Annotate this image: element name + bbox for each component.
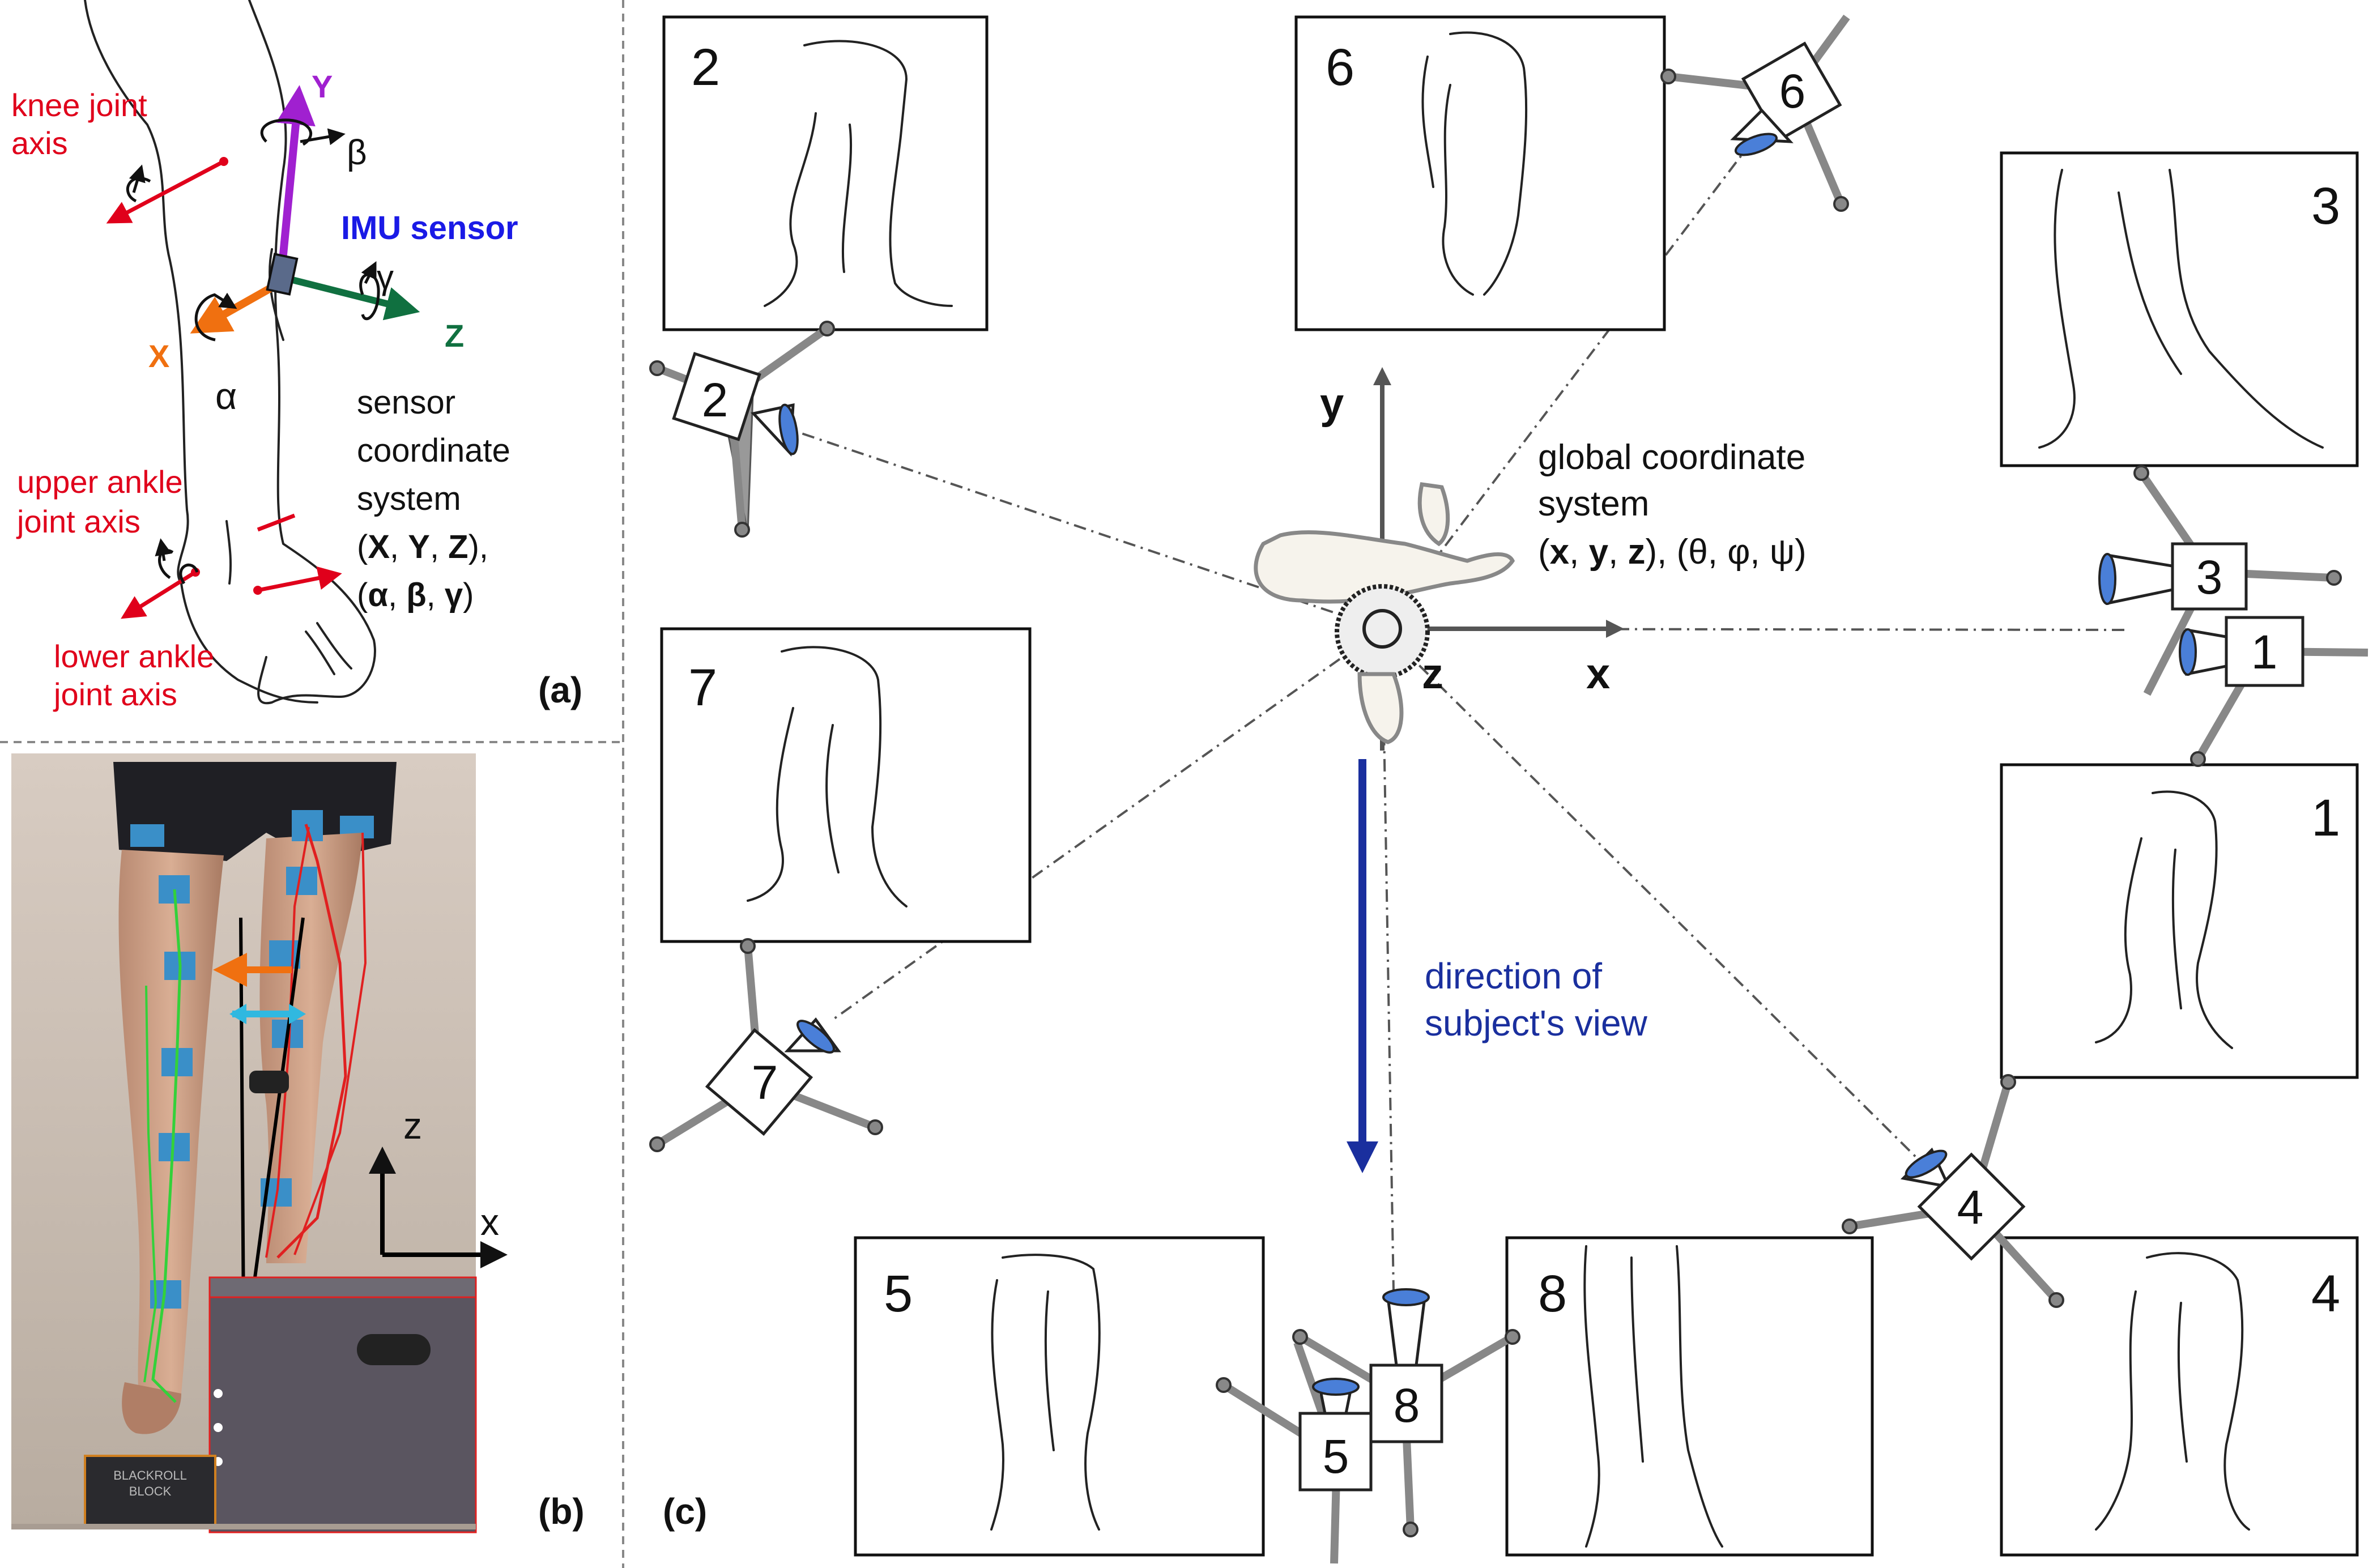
view-box-1: [2000, 763, 2359, 1079]
lower-ankle-label-1: lower ankle: [54, 638, 214, 674]
global-cs-label-2: system: [1538, 484, 1649, 523]
sensor-cs-label-3: system: [357, 480, 461, 517]
camera-number-5: 5: [1323, 1430, 1349, 1483]
sensor-cs-axes: (X, Y, Z),: [357, 529, 488, 565]
camera-number-8: 8: [1394, 1379, 1420, 1432]
rot-gamma-label: γ: [377, 258, 394, 296]
view-number-3: 3: [2311, 177, 2340, 235]
direction-label-1: direction of: [1425, 956, 1602, 996]
camera-8: [1292, 1288, 1520, 1537]
view-box-7: [660, 627, 1032, 943]
sensor-cs-label-1: sensor: [357, 384, 455, 421]
imu-axis-x-label: X: [148, 338, 169, 374]
lower-ankle-label-2: joint axis: [53, 676, 177, 712]
global-cs-axes: (x, y, z), (θ, φ, ψ): [1538, 532, 1807, 572]
camera-number-2: 2: [702, 373, 729, 427]
view-number-6: 6: [1326, 39, 1354, 96]
camera-4: [1842, 1074, 2064, 1308]
panel-a-label: (a): [538, 670, 582, 710]
block-text-1: BLACKROLL: [113, 1468, 187, 1482]
panel-dividers: [0, 0, 624, 1568]
rot-alpha-label: α: [215, 375, 237, 417]
lower-ankle-joint-axis: [121, 563, 200, 619]
camera-7: [649, 938, 883, 1152]
camera-number-4: 4: [1957, 1181, 1984, 1234]
panel-c-label: (c): [663, 1491, 707, 1532]
upper-ankle-joint-axis: [155, 513, 342, 595]
knee-joint-axis: [106, 157, 228, 224]
imu-axis-y-label: Y: [312, 69, 333, 104]
view-number-8: 8: [1538, 1265, 1567, 1323]
imu-sensor-label: IMU sensor: [341, 210, 518, 246]
camera-3: [2098, 465, 2342, 696]
view-box-2: [662, 15, 989, 331]
view-box-5: [854, 1236, 1265, 1557]
panel-b-axis-z: z: [403, 1105, 422, 1147]
view-box-3: [2000, 151, 2359, 467]
imu-sensor-axes: [190, 85, 420, 342]
sensor-cs-rotations: (α, β, γ): [357, 577, 474, 613]
subject-top-view: [1254, 482, 1515, 744]
view-number-5: 5: [884, 1265, 913, 1323]
view-box-4: [2000, 1236, 2359, 1557]
global-axis-z: z: [1422, 650, 1443, 698]
camera-2: [649, 321, 835, 538]
rot-beta-label: β: [347, 133, 367, 172]
knee-axis-label-2: axis: [11, 125, 68, 161]
upper-ankle-label-1: upper ankle: [17, 464, 183, 500]
global-axis-y: y: [1320, 380, 1344, 428]
camera-1: [2179, 616, 2369, 767]
sensor-cs-label-2: coordinate: [357, 432, 510, 469]
global-axis-x: x: [1586, 650, 1610, 698]
upper-ankle-label-2: joint axis: [16, 504, 140, 539]
direction-label-2: subject's view: [1425, 1003, 1648, 1043]
panel-b-axes: [369, 1147, 508, 1268]
camera-number-6: 6: [1779, 65, 1806, 118]
view-box-6: [1294, 15, 1666, 331]
view-number-1: 1: [2311, 789, 2340, 847]
camera-number-1: 1: [2251, 625, 2278, 679]
panel-a-leg-sketch: [84, 0, 376, 705]
global-cs-label-1: global coordinate: [1538, 438, 1805, 477]
block-text-2: BLOCK: [129, 1484, 172, 1498]
panel-b-label: (b): [538, 1491, 585, 1532]
camera-6: [1660, 14, 1850, 212]
camera-5: [1216, 1341, 1373, 1564]
panel-b-axis-x: x: [480, 1201, 499, 1243]
view-number-7: 7: [688, 659, 717, 717]
view-number-4: 4: [2311, 1265, 2340, 1323]
imu-sensor-box: [266, 253, 299, 296]
view-box-8: [1505, 1236, 1874, 1557]
panel-b-photo: [11, 753, 477, 1533]
knee-axis-label-1: knee joint: [11, 87, 147, 123]
camera-number-3: 3: [2196, 551, 2223, 604]
camera-number-7: 7: [752, 1056, 778, 1109]
view-number-2: 2: [691, 39, 720, 96]
imu-axis-z-label: Z: [445, 318, 464, 353]
